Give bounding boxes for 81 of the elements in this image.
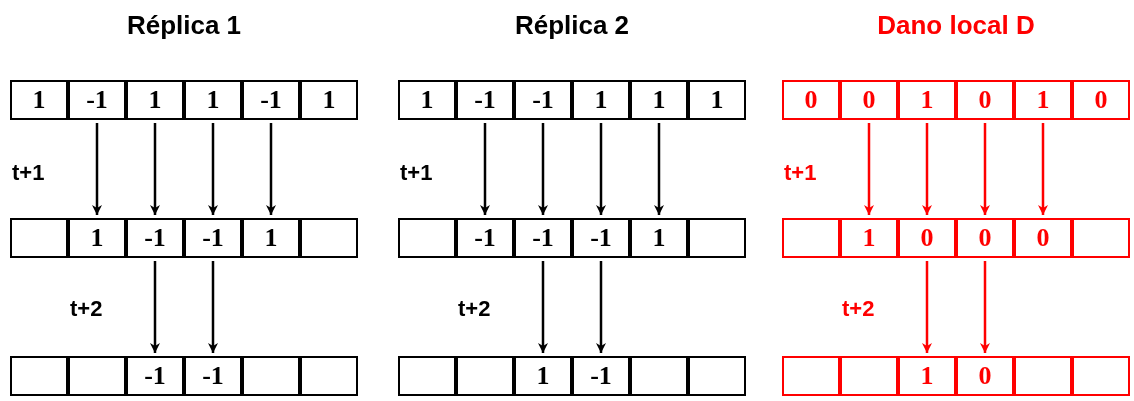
state-cell [1072, 356, 1130, 396]
arrow [208, 261, 218, 353]
arrow [596, 261, 606, 353]
state-cell: 1 [126, 80, 184, 120]
state-cell: 0 [782, 80, 840, 120]
arrow [92, 123, 102, 215]
state-cell [10, 218, 68, 258]
arrow [596, 123, 606, 215]
state-cell [10, 356, 68, 396]
time-step-label: t+1 [12, 160, 45, 186]
arrow [538, 261, 548, 353]
state-cell: -1 [514, 218, 572, 258]
arrow [864, 123, 874, 215]
state-cell: 0 [956, 356, 1014, 396]
state-cell [456, 356, 514, 396]
state-cell [688, 356, 746, 396]
state-cell: 1 [184, 80, 242, 120]
state-cell: -1 [184, 356, 242, 396]
time-step-label: t+2 [458, 296, 491, 322]
state-cell: 0 [898, 218, 956, 258]
state-cell: 1 [398, 80, 456, 120]
arrow [150, 123, 160, 215]
state-cell [300, 218, 358, 258]
time-step-label: t+2 [70, 296, 103, 322]
state-cell: -1 [456, 80, 514, 120]
panel-title: Réplica 1 [125, 10, 243, 41]
state-cell: 1 [514, 356, 572, 396]
state-cell: -1 [126, 356, 184, 396]
state-cell [1072, 218, 1130, 258]
state-cell: -1 [572, 356, 630, 396]
arrow [922, 123, 932, 215]
state-cell: -1 [456, 218, 514, 258]
state-cell: 1 [898, 356, 956, 396]
state-cell [840, 356, 898, 396]
state-cell: 1 [1014, 80, 1072, 120]
state-cell: 1 [68, 218, 126, 258]
arrow [208, 123, 218, 215]
state-cell [1014, 356, 1072, 396]
state-cell: 0 [956, 218, 1014, 258]
state-cell: 1 [572, 80, 630, 120]
state-cell [68, 356, 126, 396]
arrow [1038, 123, 1048, 215]
state-cell [782, 218, 840, 258]
state-cell: 1 [688, 80, 746, 120]
state-cell: 1 [242, 218, 300, 258]
state-cell [630, 356, 688, 396]
panel-title: Réplica 2 [513, 10, 631, 41]
arrow [654, 123, 664, 215]
state-cell [398, 356, 456, 396]
panel-title: Dano local D [876, 10, 1036, 41]
state-cell: -1 [126, 218, 184, 258]
state-cell [300, 356, 358, 396]
state-cell: 1 [630, 80, 688, 120]
state-cell: 1 [300, 80, 358, 120]
state-cell: 0 [840, 80, 898, 120]
time-step-label: t+1 [784, 160, 817, 186]
state-cell: 1 [630, 218, 688, 258]
time-step-label: t+2 [842, 296, 875, 322]
state-cell [688, 218, 746, 258]
state-cell: -1 [242, 80, 300, 120]
state-cell: 1 [840, 218, 898, 258]
state-cell: 1 [10, 80, 68, 120]
state-cell: -1 [514, 80, 572, 120]
state-cell [242, 356, 300, 396]
state-cell: 0 [1072, 80, 1130, 120]
arrow [980, 123, 990, 215]
state-cell: 1 [898, 80, 956, 120]
arrow [150, 261, 160, 353]
state-cell [782, 356, 840, 396]
state-cell: -1 [184, 218, 242, 258]
time-step-label: t+1 [400, 160, 433, 186]
state-cell: 0 [1014, 218, 1072, 258]
arrow [266, 123, 276, 215]
arrow [980, 261, 990, 353]
state-cell: -1 [572, 218, 630, 258]
arrow [480, 123, 490, 215]
arrow [922, 261, 932, 353]
state-cell: 0 [956, 80, 1014, 120]
arrow [538, 123, 548, 215]
state-cell [398, 218, 456, 258]
state-cell: -1 [68, 80, 126, 120]
